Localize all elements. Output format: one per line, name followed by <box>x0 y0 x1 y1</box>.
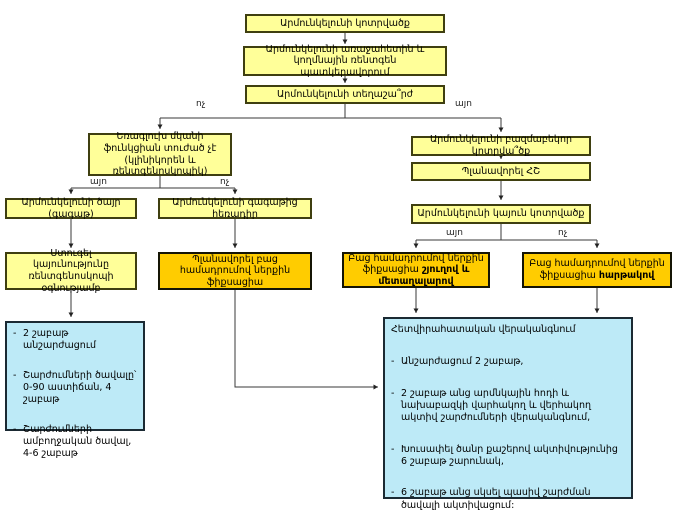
outcome-conservative-protocol: -2 շաբաթ անշարժացում -Շարժումների ծավալը՝… <box>5 321 145 459</box>
list-item: -6 շաբաթ անց սկսել պասիվ շարժման ծավալի … <box>391 487 591 511</box>
node-xray-imaging: Արմունկելունի առաջահետին և կողմնային ռեն… <box>243 44 447 78</box>
branch-label-yes: այո <box>455 99 472 109</box>
orif-plate-text: Բաց համադրումով ներքին ֆիքսացիա <box>529 258 665 281</box>
list-item: -Շարժումների ամբողջական ծավալ, 4-6 շաբաթ <box>13 423 132 460</box>
list-item: -Խուսափել ծանր քաշերով ակտիվությունից 6 … <box>391 443 618 468</box>
node-olecranon-fracture: Արմունկելունի կոտրվածք <box>245 14 445 33</box>
node-displacement-question: Արմունկելունի տեղաշա՞րժ <box>245 85 445 104</box>
branch-label-yes: այո <box>90 177 107 187</box>
orif-plate-bold-text: հարթակով <box>598 270 655 281</box>
branch-label-no: ոչ <box>220 177 230 187</box>
node-plan-orif: Պլանավորել բաց համադրումով ներքին ֆիքսաց… <box>158 252 312 290</box>
list-item: -Անշարժացում 2 շաբաթ, <box>391 356 524 368</box>
node-olecranon-tip: Արմունկելունի ծայր (գագաթ) <box>5 197 137 220</box>
node-distal-to-apex: Արմունկելունի գագաթից հեռադիր <box>158 197 312 220</box>
branch-label-no: ոչ <box>558 228 568 238</box>
branch-label-yes: այո <box>446 228 463 238</box>
node-comminuted-question: Արմունկելունի բազմաբեկոր կոտրվա՞ծք <box>411 134 591 157</box>
node-orif-plate: Բաց համադրումով ներքին ֆիքսացիա հարթակով <box>522 252 672 288</box>
node-triceps-function: Եռագլուխ մկանի ֆունկցիան տուժած չէ (կլին… <box>88 131 232 177</box>
node-orif-kwire-tension-band: Բաց համադրումով ներքին ֆիքսացիա շյուղով … <box>342 252 490 288</box>
list-item: -Շարժումների ծավալը՝ 0-90 աստիճան, 4 շաբ… <box>13 369 137 406</box>
list-item: -2 շաբաթ անշարժացում <box>13 328 96 352</box>
branch-label-no: ոչ <box>196 99 206 109</box>
node-stable-fracture: Արմունկելունի կայուն կոտրվածք <box>411 204 591 224</box>
node-plan-ct: Պլանավորել ՀՇ <box>411 162 591 181</box>
outcome-postoperative-rehab: Հետվիրահատական վերականգնում -Անշարժացում… <box>383 317 633 511</box>
rehab-items: -Անշարժացում 2 շաբաթ, -2 շաբաթ անց արմնկա… <box>391 356 625 512</box>
list-item: -2 շաբաթ անց արմնկային հոդի և նախաբազկի … <box>391 387 591 424</box>
orif-wire-bold-text: շյուղով և մետաղալարով <box>378 264 470 287</box>
rehab-title: Հետվիրահատական վերականգնում <box>391 324 576 335</box>
orif-wire-text: Բաց համադրումով ներքին ֆիքսացիա <box>348 252 484 276</box>
node-check-stability-fluoroscope: Ստուգել կայունությունը ռենտգենոսկոպի օգն… <box>5 248 137 294</box>
